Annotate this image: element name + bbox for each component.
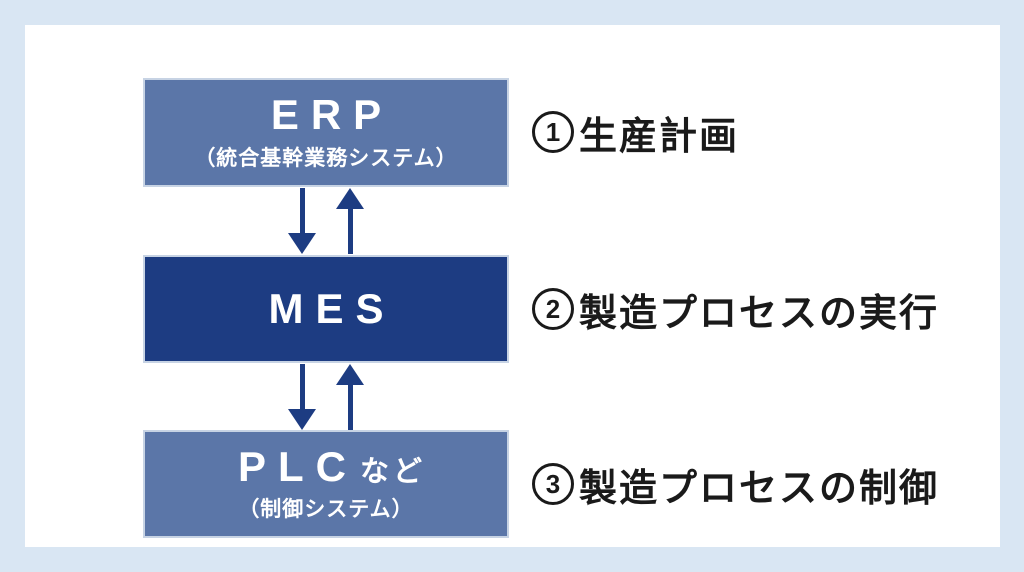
annotation-production-planning: 1 生産計画 bbox=[532, 110, 739, 158]
erp-title: ERP bbox=[270, 91, 394, 139]
plc-box: PLCなど （制御システム） bbox=[143, 430, 509, 538]
down-arrow-head bbox=[288, 233, 316, 254]
mes-box: MES bbox=[143, 255, 509, 363]
mes-plc-arrows bbox=[143, 364, 509, 430]
down-arrow-head bbox=[288, 409, 316, 430]
up-arrow-shaft bbox=[348, 385, 353, 430]
annotation-process-execution: 2 製造プロセスの実行 bbox=[532, 287, 939, 335]
up-arrow-head bbox=[336, 188, 364, 209]
up-arrow-head bbox=[336, 364, 364, 385]
plc-title: PLCなど bbox=[226, 442, 426, 490]
annotation-text: 製造プロセスの実行 bbox=[579, 292, 940, 335]
erp-subtitle: （統合基幹業務システム） bbox=[194, 146, 458, 170]
plc-subtitle: （制御システム） bbox=[238, 498, 414, 522]
annotation-process-control: 3 製造プロセスの制御 bbox=[532, 462, 939, 510]
down-arrow-shaft bbox=[300, 364, 305, 409]
erp-mes-arrows bbox=[143, 188, 509, 254]
diagram-panel: ERP （統合基幹業務システム） MES bbox=[25, 25, 1000, 547]
down-arrow-shaft bbox=[300, 188, 305, 233]
circled-number-1: 1 bbox=[532, 111, 574, 153]
circled-number-2: 2 bbox=[532, 288, 574, 330]
annotation-text: 製造プロセスの制御 bbox=[579, 467, 940, 510]
plc-title-main: PLC bbox=[237, 442, 358, 490]
erp-box: ERP （統合基幹業務システム） bbox=[143, 78, 509, 187]
up-arrow-shaft bbox=[348, 209, 353, 254]
mes-title: MES bbox=[268, 284, 396, 332]
circled-number-3: 3 bbox=[532, 463, 574, 505]
annotation-text: 生産計画 bbox=[579, 115, 740, 158]
plc-title-suffix: など bbox=[359, 455, 426, 488]
